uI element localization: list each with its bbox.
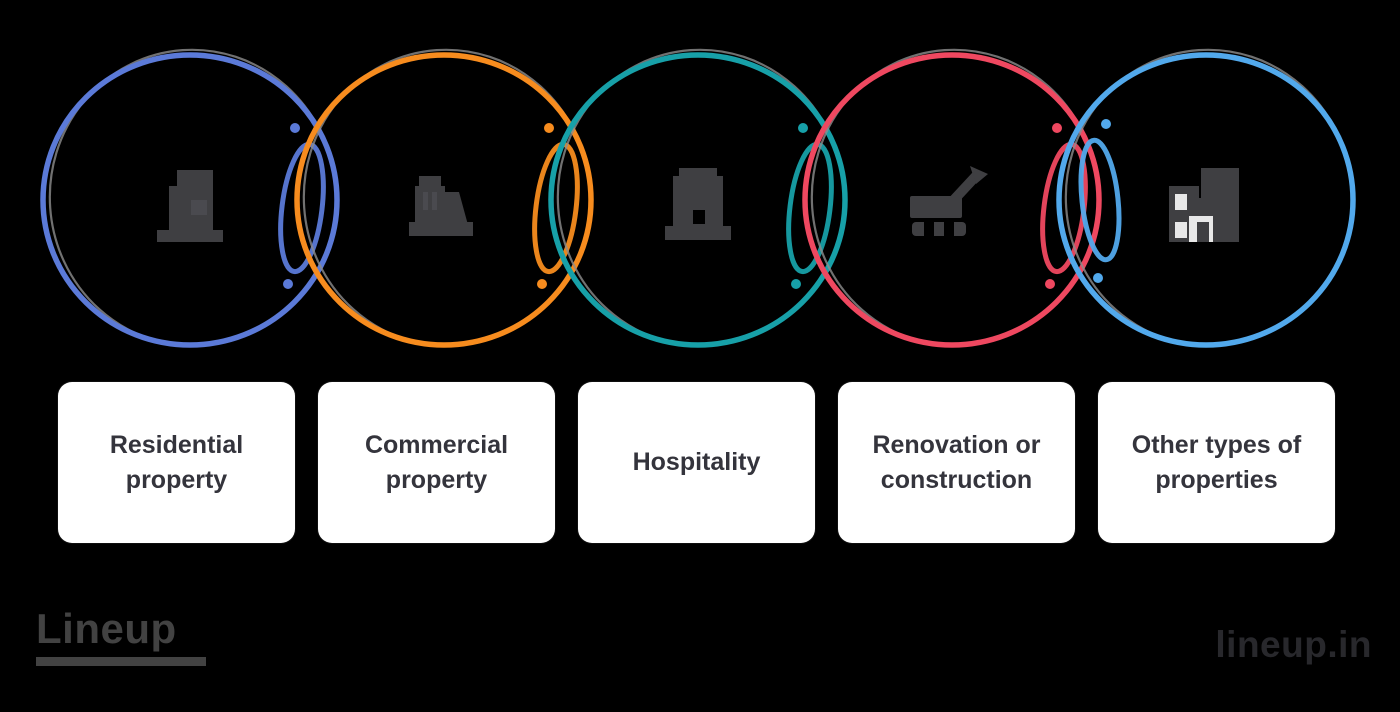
circle-commercial: [294, 48, 594, 348]
option-label: Hospitality: [632, 448, 761, 476]
option-label: Renovation or construction: [872, 430, 1041, 494]
option-card-residential[interactable]: Residential property: [58, 382, 295, 543]
option-card-hospitality[interactable]: Hospitality: [578, 382, 815, 543]
building-complex-icon: [1161, 160, 1251, 250]
circle-other: [1056, 48, 1356, 348]
option-card-commercial[interactable]: Commercial property: [318, 382, 555, 543]
option-label: Commercial property: [364, 430, 509, 494]
option-card-renovation[interactable]: Renovation or construction: [838, 382, 1075, 543]
option-label: Other types of properties: [1131, 430, 1302, 494]
option-card-other[interactable]: Other types of properties: [1098, 382, 1335, 543]
commercial-building-icon: [399, 160, 489, 250]
brand-logo-text: Lineup: [36, 605, 177, 652]
residential-building-icon: [145, 160, 235, 250]
option-label: Residential property: [109, 430, 244, 494]
hotel-building-icon: [653, 160, 743, 250]
circle-residential: [40, 48, 340, 348]
excavator-icon: [902, 160, 992, 250]
brand-logo: Lineup: [36, 605, 206, 667]
brand-logo-underline: [36, 657, 206, 667]
sketch-circles: [40, 48, 1356, 348]
site-watermark: lineup.in: [1215, 624, 1372, 665]
